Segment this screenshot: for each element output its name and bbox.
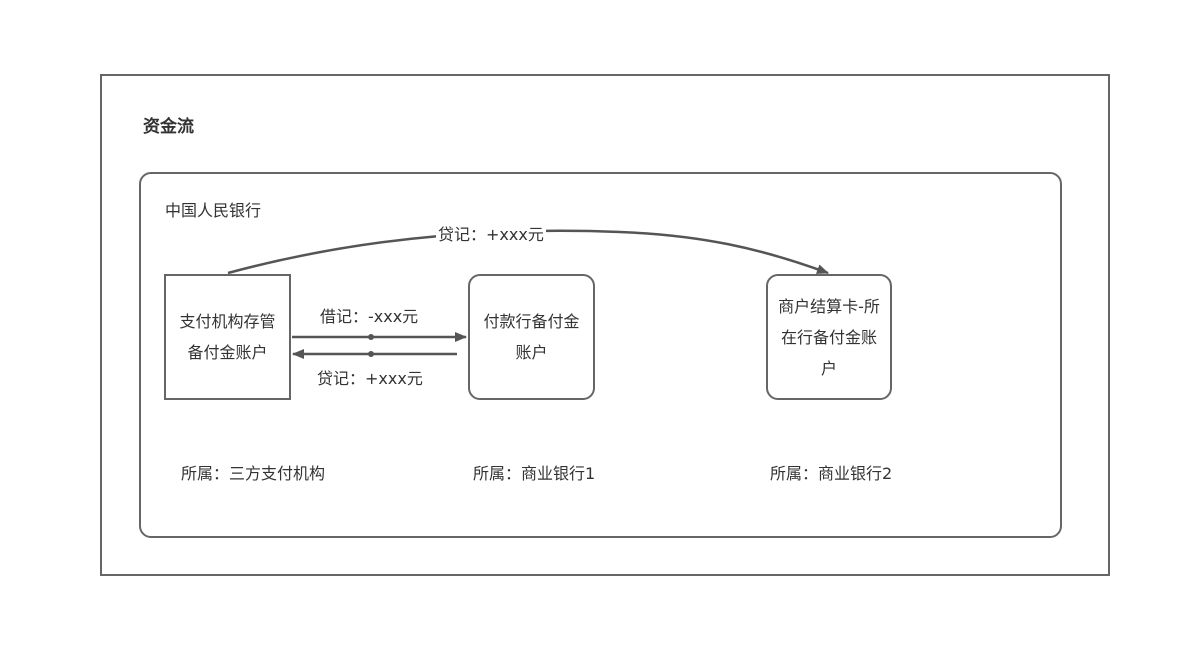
central-bank-label: 中国人民银行: [165, 201, 262, 220]
edge-to-merchant-label: 贷记：+xxx元: [436, 221, 546, 245]
payer-bank-node: 付款行备付金账户: [468, 274, 595, 400]
payment-institution-node: 支付机构存管备付金账户: [164, 274, 291, 400]
owner-payer-bank: 所属：商业银行1: [473, 464, 596, 483]
owner-merchant-bank: 所属：商业银行2: [770, 464, 893, 483]
section-title: 资金流: [143, 117, 194, 137]
merchant-bank-node: 商户结算卡-所在行备付金账户: [766, 274, 892, 400]
owner-payment-institution: 所属：三方支付机构: [181, 464, 326, 483]
central-bank-container: [139, 172, 1062, 538]
edge-credit-back-label: 贷记：+xxx元: [317, 369, 423, 388]
diagram-frame: [100, 74, 1110, 576]
edge-debit-label: 借记：-xxx元: [320, 307, 419, 326]
payer-bank-node-label: 付款行备付金账户: [483, 312, 580, 362]
merchant-bank-node-label: 商户结算卡-所在行备付金账户: [778, 296, 880, 378]
payment-institution-node-label: 支付机构存管备付金账户: [179, 312, 276, 362]
